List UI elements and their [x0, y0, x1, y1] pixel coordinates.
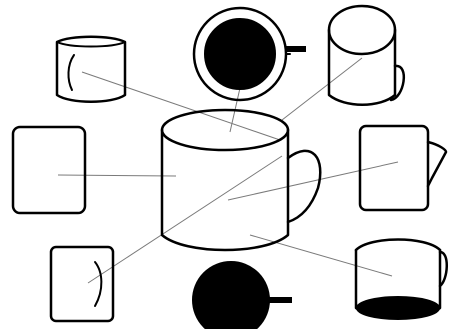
leader-line-left: [57, 174, 177, 177]
leader-line-right: [227, 161, 399, 201]
leader-line-bottom-left: [87, 155, 283, 284]
mug-low-perspective-view: [354, 238, 448, 320]
mug-side-view-with-handle: [358, 124, 448, 212]
leader-line-top-left: [81, 71, 281, 141]
leader-line-top-right: [281, 57, 363, 121]
mug-top-view-filled: [192, 6, 306, 102]
mug-perspective-view: [160, 108, 322, 252]
mug-front-no-handle-view: [55, 35, 127, 103]
mug-flat-front-view: [11, 125, 87, 215]
leader-line-bottom-right: [249, 234, 393, 277]
mug-front-no-handle-view-2: [49, 245, 115, 323]
leader-lines: [57, 57, 399, 284]
mug-bottom-view-filled: [192, 261, 292, 329]
mug-perspective-small-view: [327, 4, 406, 106]
